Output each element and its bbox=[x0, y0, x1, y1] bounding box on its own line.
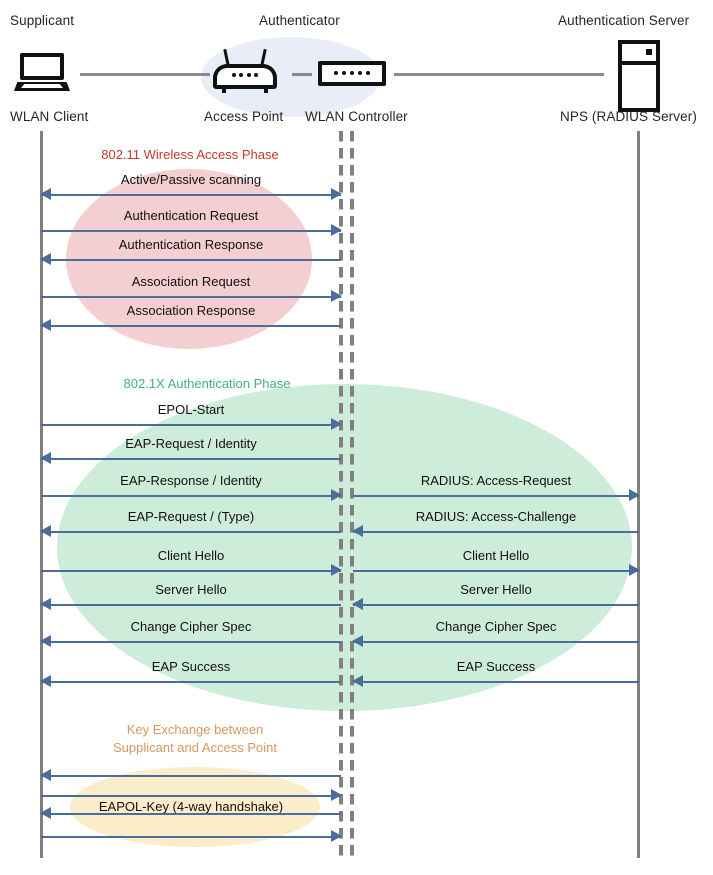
arrowhead-right-icon bbox=[331, 830, 342, 842]
arrowhead-right-icon bbox=[629, 489, 640, 501]
arrowhead-left-icon bbox=[352, 675, 363, 687]
msg-association-request: Association Request bbox=[41, 274, 342, 305]
authentication-server-role: Authentication Server bbox=[558, 13, 690, 28]
msg-label: EAP-Request / Identity bbox=[125, 436, 257, 451]
msg-label: EAP-Response / Identity bbox=[120, 473, 262, 488]
link-client-to-ap bbox=[80, 73, 210, 76]
msg-label: Client Hello bbox=[462, 548, 530, 563]
arrowhead-left-icon bbox=[40, 253, 51, 265]
arrowhead-left-icon bbox=[40, 807, 51, 819]
arrowhead-left-icon bbox=[40, 598, 51, 610]
arrowhead-left-icon bbox=[352, 525, 363, 537]
msg-label: Authentication Request bbox=[123, 208, 259, 223]
msg-label: Client Hello bbox=[157, 548, 225, 563]
arrowhead-left-icon bbox=[40, 525, 51, 537]
msg-authentication-response: Authentication Response bbox=[40, 237, 341, 268]
nps-radius-node-label: NPS (RADIUS Server) bbox=[560, 109, 697, 124]
switch-icon bbox=[318, 61, 386, 86]
msg-server-hello-left: Server Hello bbox=[40, 582, 341, 613]
msg-change-cipher-spec-left: Change Cipher Spec bbox=[40, 619, 341, 650]
arrowhead-right-icon bbox=[331, 188, 342, 200]
msg-client-hello-right: Client Hello bbox=[353, 548, 640, 579]
msg-key-3: EAPOL-Key (4-way handshake) bbox=[40, 799, 341, 822]
arrowhead-left-icon bbox=[40, 188, 51, 200]
msg-association-response: Association Response bbox=[40, 303, 341, 334]
arrowhead-left-icon bbox=[40, 675, 51, 687]
msg-label: Change Cipher Spec bbox=[130, 619, 252, 634]
phase-802-11-title: 802.11 Wireless Access Phase bbox=[101, 147, 279, 162]
arrowhead-right-icon bbox=[331, 789, 342, 801]
lifeline-supplicant bbox=[40, 131, 43, 858]
phase-key-exchange-title-line1: Key Exchange between bbox=[126, 722, 264, 737]
lifeline-wlan-controller bbox=[350, 131, 354, 858]
msg-client-hello-left: Client Hello bbox=[41, 548, 342, 579]
msg-label: Association Request bbox=[131, 274, 251, 289]
supplicant-role: Supplicant bbox=[10, 13, 75, 28]
arrowhead-left-icon bbox=[352, 598, 363, 610]
access-point-node-label: Access Point bbox=[204, 109, 284, 124]
phase-802-1x-ellipse bbox=[57, 384, 632, 711]
authenticator-role: Authenticator bbox=[259, 13, 340, 28]
msg-change-cipher-spec-right: Change Cipher Spec bbox=[352, 619, 639, 650]
msg-label: Server Hello bbox=[460, 582, 532, 597]
msg-radius-access-challenge: RADIUS: Access-Challenge bbox=[352, 509, 639, 540]
msg-label: Active/Passive scanning bbox=[120, 172, 262, 187]
msg-eap-request-type: EAP-Request / (Type) bbox=[40, 509, 341, 540]
arrowhead-left-icon bbox=[40, 635, 51, 647]
arrowhead-right-icon bbox=[331, 290, 342, 302]
msg-label: Server Hello bbox=[155, 582, 227, 597]
laptop-icon bbox=[14, 53, 70, 93]
msg-label: EAP-Request / (Type) bbox=[127, 509, 255, 524]
arrowhead-right-icon bbox=[629, 564, 640, 576]
msg-label: EAPOL-Key (4-way handshake) bbox=[98, 799, 284, 814]
msg-label: Change Cipher Spec bbox=[435, 619, 557, 634]
msg-eap-request-identity: EAP-Request / Identity bbox=[40, 436, 341, 467]
arrowhead-right-icon bbox=[331, 418, 342, 430]
wlan-client-node-label: WLAN Client bbox=[10, 109, 89, 124]
server-icon bbox=[618, 40, 660, 112]
arrowhead-right-icon bbox=[331, 224, 342, 236]
phase-key-exchange-ellipse bbox=[70, 767, 320, 847]
msg-active-passive-scanning: Active/Passive scanning bbox=[40, 172, 342, 203]
msg-label: RADIUS: Access-Challenge bbox=[415, 509, 577, 524]
msg-label: Association Response bbox=[126, 303, 256, 318]
msg-epol-start: EPOL-Start bbox=[41, 402, 342, 433]
phase-key-exchange-title-line2: Supplicant and Access Point bbox=[112, 740, 278, 755]
link-controller-to-server bbox=[394, 73, 604, 76]
msg-eap-success-right: EAP Success bbox=[352, 659, 639, 690]
arrowhead-left-icon bbox=[40, 319, 51, 331]
msg-authentication-request: Authentication Request bbox=[41, 208, 342, 239]
msg-label: Authentication Response bbox=[118, 237, 264, 252]
msg-label: EAP Success bbox=[456, 659, 536, 674]
link-ap-to-controller bbox=[292, 73, 312, 76]
msg-key-4 bbox=[41, 829, 342, 845]
arrowhead-left-icon bbox=[352, 635, 363, 647]
arrowhead-right-icon bbox=[331, 489, 342, 501]
router-icon bbox=[213, 48, 277, 93]
arrowhead-left-icon bbox=[40, 769, 51, 781]
arrowhead-right-icon bbox=[331, 564, 342, 576]
msg-server-hello-right: Server Hello bbox=[352, 582, 639, 613]
msg-key-1 bbox=[40, 768, 341, 784]
msg-label: EAP Success bbox=[151, 659, 231, 674]
phase-802-1x-title: 802.1X Authentication Phase bbox=[123, 376, 291, 391]
msg-label: RADIUS: Access-Request bbox=[420, 473, 572, 488]
msg-eap-response-identity: EAP-Response / Identity bbox=[41, 473, 342, 504]
msg-key-2 bbox=[41, 788, 342, 804]
wlan-controller-node-label: WLAN Controller bbox=[305, 109, 408, 124]
arrowhead-left-icon bbox=[40, 452, 51, 464]
msg-eap-success-left: EAP Success bbox=[40, 659, 341, 690]
msg-radius-access-request: RADIUS: Access-Request bbox=[353, 473, 640, 504]
msg-label: EPOL-Start bbox=[157, 402, 225, 417]
